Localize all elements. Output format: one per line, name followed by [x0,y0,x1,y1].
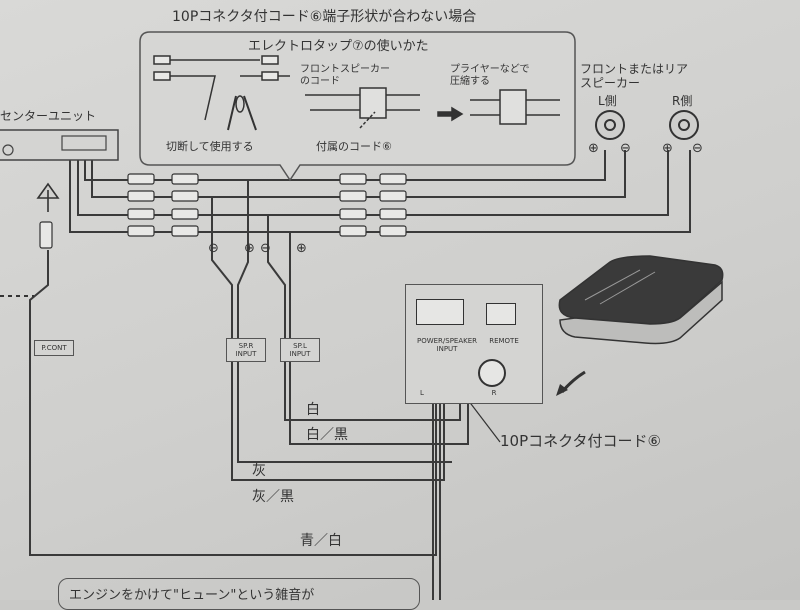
speaker-right-label: R側 [672,94,693,108]
right-minus-mark: ⊖ [692,141,703,156]
inset-box [139,31,576,182]
polarity-mark-3: ⊖ [260,241,271,256]
l-mark: L [420,389,424,397]
speaker-left-label: L側 [598,94,617,108]
cord-label: 10Pコネクタ付コード⑥ [500,432,661,450]
polarity-mark-4: ⊕ [296,241,307,256]
cut-label: 切断して使用する [166,140,254,153]
bottom-note-box: エンジンをかけて"ヒューン"という雑音が [58,578,420,610]
speaker-title: フロントまたはリアスピーカー [580,62,689,90]
center-unit-body [0,129,119,161]
wire-color-white-black: 白／黒 [306,427,348,443]
pcont-tag: P.CONT [34,340,74,356]
wire-gray [237,180,452,463]
polarity-mark-2: ⊕ [244,241,255,256]
polarity-mark-1: ⊖ [208,241,219,256]
center-unit-label: センターユニット [0,109,97,123]
wire-color-white: 白 [306,402,320,418]
left-plus-mark: ⊕ [588,141,599,156]
header-top-text: 10Pコネクタ付コード⑥端子形状が合わない場合 [172,9,477,25]
bottom-note: エンジンをかけて"ヒューン"という雑音が [69,588,315,603]
r-mark: R [491,389,497,397]
right-plus-mark: ⊕ [662,141,673,156]
wire-color-gray: 灰 [252,463,266,479]
wire-color-gray-black: 灰／黒 [252,489,294,505]
wire-white-black [289,232,469,445]
remote-label: REMOTE [489,337,519,345]
included-cord-label: 付属のコード⑥ [316,140,392,153]
wire-blue-white [29,250,437,556]
wire-color-blue-white: 青／白 [300,533,342,549]
front-speaker-cord-label: フロントスピーカーのコード [300,64,390,87]
amplifier-unit [558,255,724,345]
inset-title: エレクトロタップ⑦の使いかた [248,39,429,54]
remote-socket [486,303,516,325]
left-minus-mark: ⊖ [620,141,631,156]
wire-gray-black [211,197,445,481]
wire-front-right-plus [77,150,669,216]
power-speaker-socket [416,299,464,325]
arrow-up-icon [36,182,60,212]
pliers-label: プライヤーなどで圧縮する [450,64,530,87]
rca-jack-icon [478,359,506,387]
